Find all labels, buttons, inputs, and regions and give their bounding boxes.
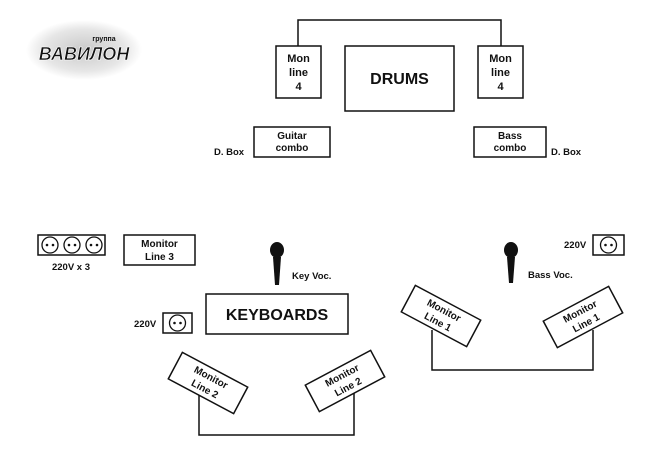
- svg-text:line: line: [289, 67, 308, 79]
- logo-text: ВАВИЛОН: [39, 44, 131, 64]
- outlet-right-icon: [592, 234, 625, 256]
- outlet-triple-icon: [37, 234, 106, 256]
- guitar-combo: Guitar combo: [253, 126, 331, 158]
- bass-combo: Bass combo: [473, 126, 547, 158]
- logo-small-text: группа: [92, 36, 115, 43]
- outlet-kb-icon: [162, 312, 193, 334]
- dbox-left-label: D. Box: [214, 147, 245, 158]
- logo: ВАВИЛОН группа: [26, 20, 142, 80]
- dbox-right-label: D. Box: [551, 147, 582, 158]
- svg-text:Line 3: Line 3: [145, 252, 174, 263]
- svg-text:combo: combo: [276, 143, 309, 154]
- mon-line4-wire: [297, 19, 502, 46]
- svg-text:Bass: Bass: [498, 131, 522, 142]
- bass-voc-label: Bass Voc.: [528, 270, 573, 281]
- monitor-line2-left: Monitor Line 2: [167, 351, 249, 415]
- svg-text:Monitor: Monitor: [141, 239, 178, 250]
- svg-text:Guitar: Guitar: [277, 131, 307, 142]
- outlet-kb-label: 220V: [134, 319, 157, 330]
- svg-text:line: line: [491, 67, 510, 79]
- drums-box: DRUMS: [344, 45, 455, 112]
- svg-text:4: 4: [497, 81, 504, 93]
- bass-voc-mic-icon: [504, 242, 518, 283]
- outlet-right-label: 220V: [564, 240, 587, 251]
- keyboards-box: KEYBOARDS: [205, 293, 349, 335]
- monitor-line3: Monitor Line 3: [123, 234, 196, 266]
- svg-text:KEYBOARDS: KEYBOARDS: [226, 307, 329, 324]
- monitor-line2-wire: [198, 392, 355, 436]
- svg-text:Mon: Mon: [489, 53, 512, 65]
- mon-line4-right: Mon line 4: [477, 45, 524, 99]
- svg-text:DRUMS: DRUMS: [370, 71, 429, 88]
- mon-line4-left: Mon line 4: [275, 45, 322, 99]
- svg-text:Mon: Mon: [287, 53, 310, 65]
- outlet-triple-label: 220V x 3: [52, 262, 90, 273]
- svg-text:combo: combo: [494, 143, 527, 154]
- monitor-line1-left: Monitor Line 1: [400, 284, 482, 348]
- monitor-line1-right: Monitor Line 1: [542, 285, 624, 349]
- svg-text:4: 4: [295, 81, 302, 93]
- monitor-line1-wire: [431, 330, 594, 371]
- key-voc-label: Key Voc.: [292, 271, 331, 282]
- key-voc-mic-icon: [270, 242, 284, 285]
- monitor-line2-right: Monitor Line 2: [304, 349, 386, 413]
